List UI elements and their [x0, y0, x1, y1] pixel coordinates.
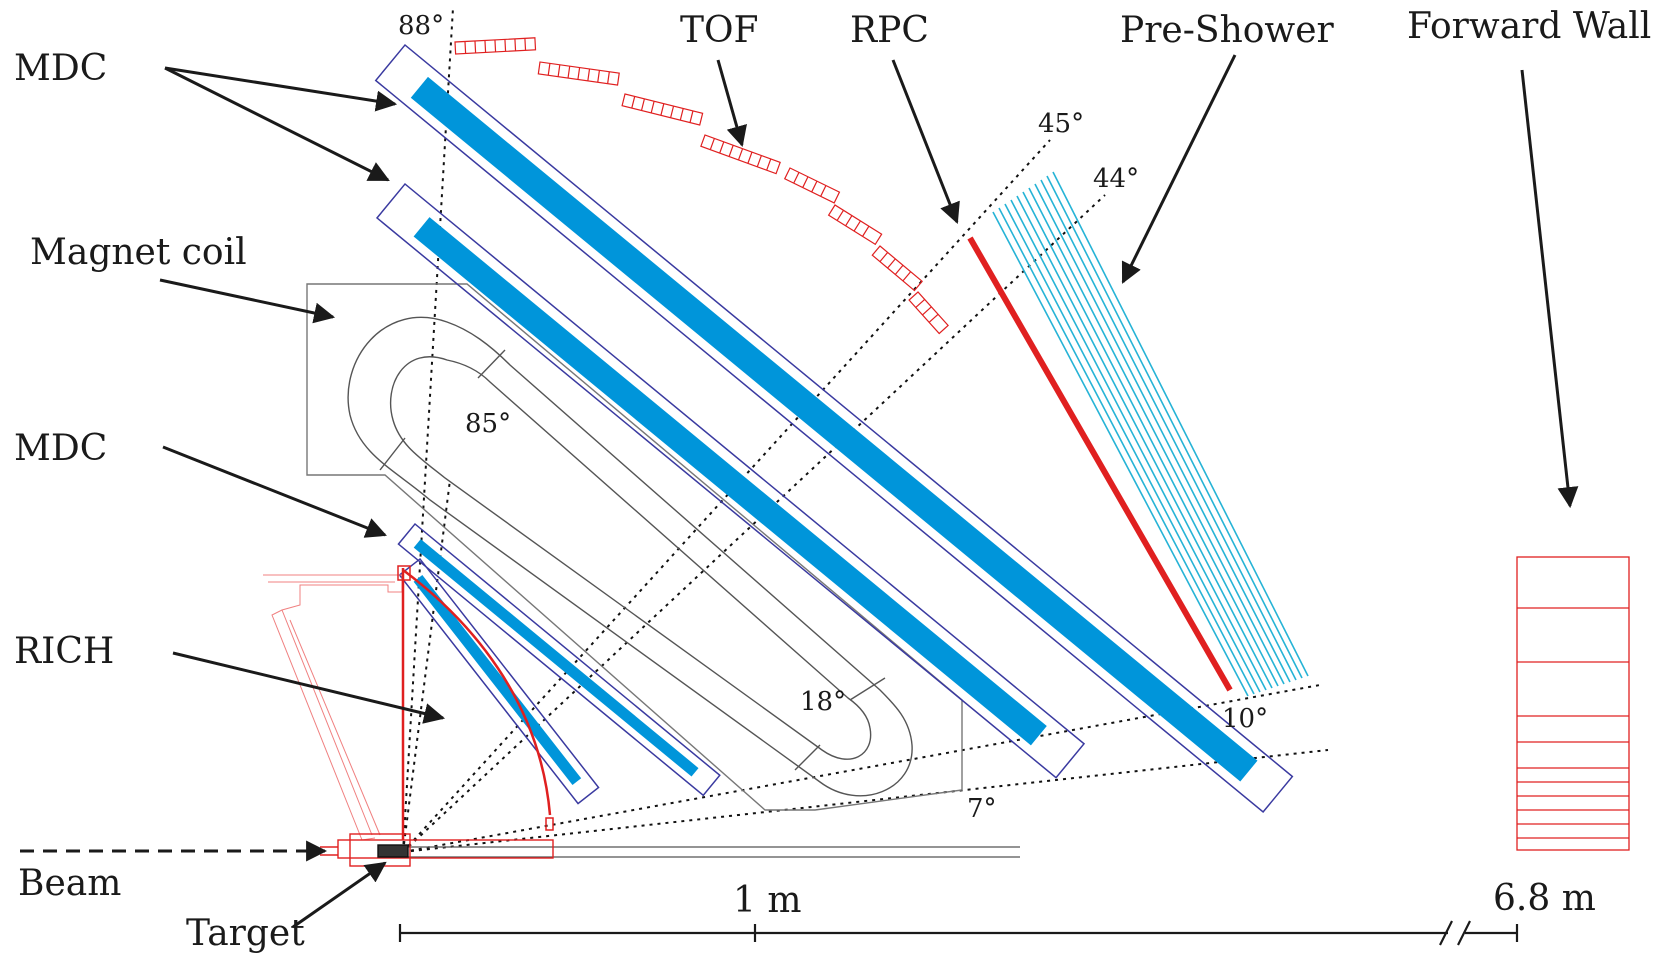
mdc-top-arrow-2 [164, 66, 390, 182]
angle-label-18: 18° [800, 687, 846, 717]
pre-shower-detector [992, 171, 1309, 697]
mdc-bottom-arrow [162, 445, 387, 538]
target-assembly [320, 833, 554, 867]
angle-label-7: 7° [967, 794, 997, 824]
coil-segment-1 [477, 349, 506, 379]
mdc-chamber-4 [374, 43, 1294, 814]
coil-segment-3 [849, 677, 886, 701]
angle-label-85: 85° [465, 409, 511, 439]
angle-line-7 [402, 749, 1329, 853]
label-magnet-coil: Magnet coil [30, 232, 247, 273]
label-tof: TOF [680, 10, 759, 51]
rpc-detector [967, 236, 1233, 692]
mdc-top-arrow-1 [164, 66, 398, 112]
mdc-chambers [374, 43, 1294, 814]
label-rpc: RPC [850, 10, 929, 51]
angle-label-88: 88° [398, 11, 444, 41]
angle-label-10: 10° [1222, 704, 1268, 734]
label-target: Target [186, 913, 305, 954]
angle-line-88 [402, 7, 454, 853]
coil-segment-2 [379, 437, 406, 471]
label-beam: Beam [18, 863, 121, 904]
angle-line-45 [402, 139, 1051, 853]
angle-line-44 [402, 194, 1106, 853]
label-mdc-bottom: MDC [14, 428, 107, 469]
forward-wall [1516, 556, 1630, 851]
coil-inner [389, 356, 872, 760]
magnet-coil-arrow [159, 278, 336, 324]
coil-segment-4 [794, 744, 821, 771]
magnet-outer-frame [306, 283, 963, 811]
label-forward-wall: Forward Wall [1407, 6, 1651, 47]
pre-shower-arrow [1121, 54, 1237, 284]
angle-label-45: 45° [1038, 109, 1084, 139]
rpc-arrow [891, 59, 960, 224]
scale-bar [398, 920, 1519, 946]
mdc-chamber-2 [397, 522, 721, 797]
label-mdc-top: MDC [14, 48, 107, 89]
target-arrow [292, 861, 387, 929]
scale-label-6-8m: 6.8 m [1493, 878, 1596, 919]
angle-line-85 [402, 479, 451, 853]
label-pre-shower: Pre-Shower [1120, 10, 1335, 51]
mdc-chamber-3 [375, 182, 1086, 779]
magnet-coil [306, 283, 963, 811]
angle-label-44: 44° [1093, 164, 1139, 194]
tof-arrow [716, 59, 747, 148]
tof-detector [454, 37, 949, 335]
coil-outer [347, 316, 913, 797]
mdc-chamber-1 [398, 557, 600, 805]
beam-pipe [403, 846, 1020, 858]
label-rich: RICH [14, 631, 114, 672]
pointer-arrows [159, 54, 1579, 929]
rich-detector [263, 565, 554, 841]
scale-label-1m: 1 m [733, 880, 801, 921]
forward-wall-arrow [1520, 69, 1579, 509]
labels: MDC TOF RPC Pre-Shower Forward Wall Magn… [14, 6, 1651, 954]
rich-arrow [172, 651, 446, 724]
